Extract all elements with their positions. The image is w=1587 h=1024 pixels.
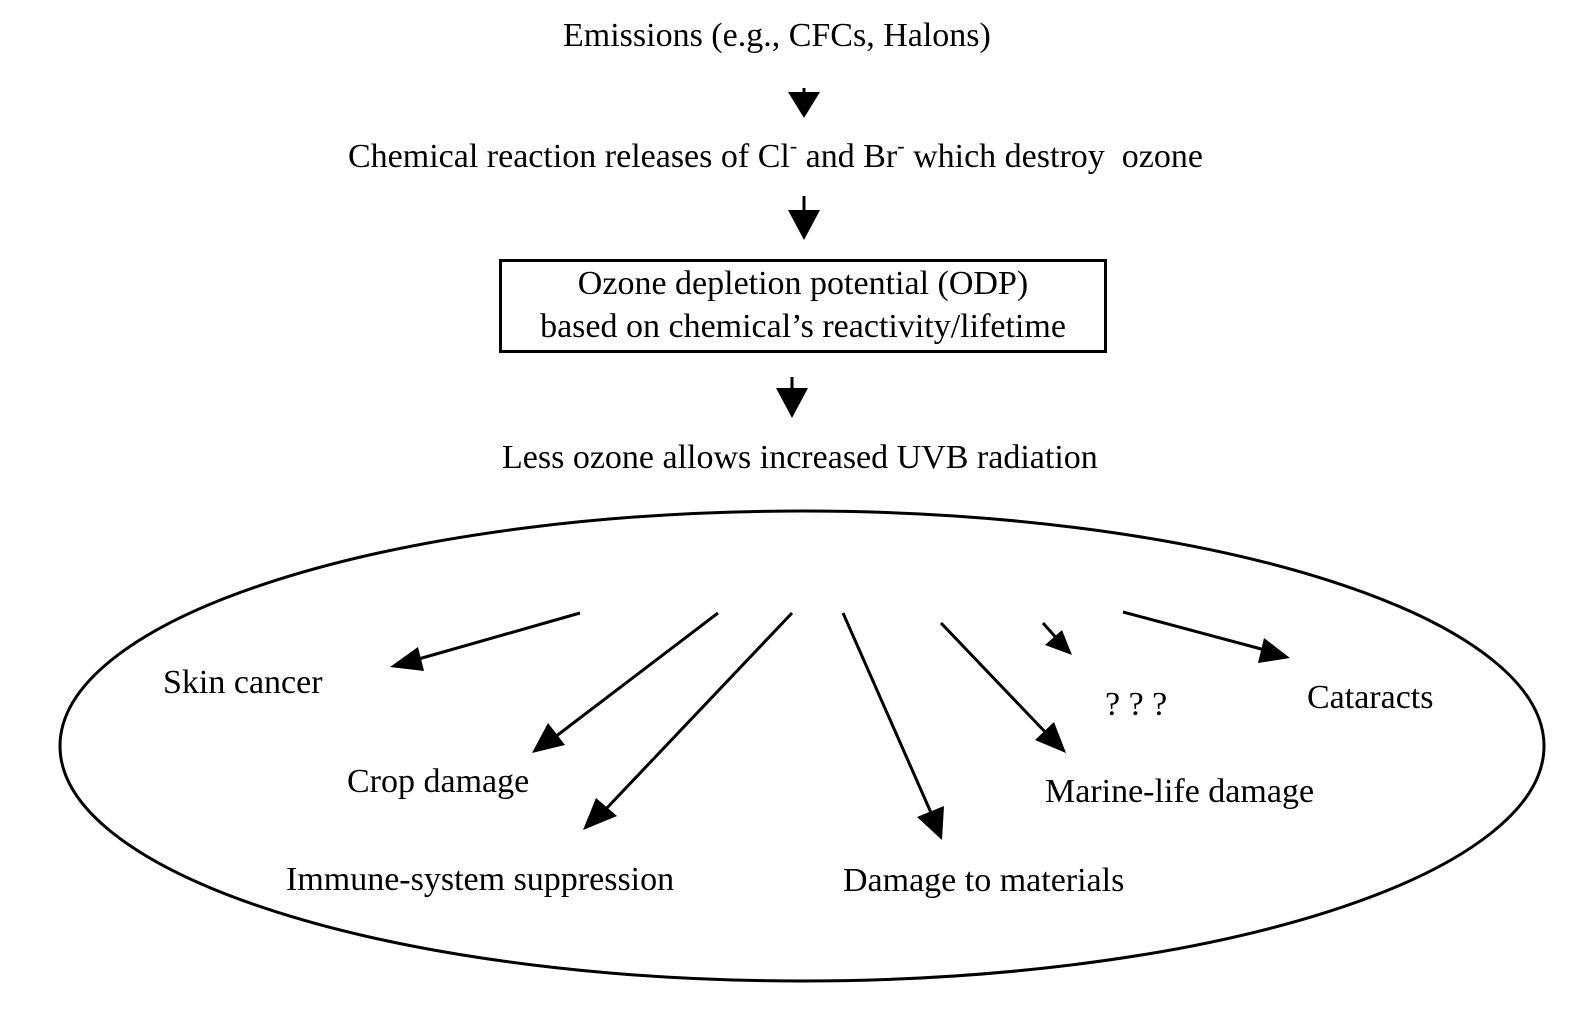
reaction-text-part1: Chemical reaction releases of Cl <box>348 138 790 175</box>
arrow-to-skin-cancer <box>414 611 581 662</box>
skin-cancer-label: Skin cancer <box>163 664 323 701</box>
immune-label: Immune-system suppression <box>286 861 675 898</box>
arrow-reaction-to-odp-head <box>788 210 820 240</box>
bromide-charge: - <box>897 132 905 158</box>
arrow-to-immune-head <box>583 798 617 830</box>
arrow-to-cataracts-head <box>1258 638 1290 663</box>
odp-box-line2: based on chemical’s reactivity/lifetime <box>540 308 1066 345</box>
cataracts-label: Cataracts <box>1307 679 1434 716</box>
less-ozone-label: Less ozone allows increased UVB radiatio… <box>502 439 1098 476</box>
effect-arrows <box>390 610 1290 840</box>
arrow-to-materials-head <box>917 806 944 840</box>
arrow-to-unknown-head <box>1045 630 1072 655</box>
arrow-to-marine <box>939 621 1050 737</box>
effects-ellipse <box>58 509 1546 983</box>
odp-box-line1: Ozone depletion potential (ODP) <box>577 265 1029 302</box>
arrow-to-crop-damage-head <box>532 723 565 753</box>
odp-box: Ozone depletion potential (ODP) based on… <box>499 259 1107 353</box>
crop-damage-label: Crop damage <box>347 763 530 800</box>
unknown-label: ? ? ? <box>1105 686 1168 723</box>
flow-arrows <box>776 88 820 418</box>
reaction-text-part3: which destroy ozone <box>904 138 1203 175</box>
reaction-label: Chemical reaction releases of Cl- and Br… <box>348 134 1203 177</box>
materials-label: Damage to materials <box>843 862 1125 899</box>
arrow-to-skin-cancer-head <box>390 647 424 671</box>
arrow-emissions-to-reaction-head <box>788 92 820 118</box>
arrow-odp-to-ozone-head <box>776 388 808 418</box>
arrow-to-immune <box>603 611 794 812</box>
arrow-to-materials <box>841 612 934 816</box>
arrow-to-cataracts <box>1122 610 1266 652</box>
reaction-text-part2: and Br <box>797 138 898 175</box>
arrow-to-crop-damage <box>554 611 719 739</box>
emissions-label: Emissions (e.g., CFCs, Halons) <box>563 17 991 54</box>
marine-label: Marine-life damage <box>1045 773 1315 810</box>
arrow-to-marine-head <box>1035 722 1066 753</box>
chloride-charge: - <box>789 132 798 158</box>
